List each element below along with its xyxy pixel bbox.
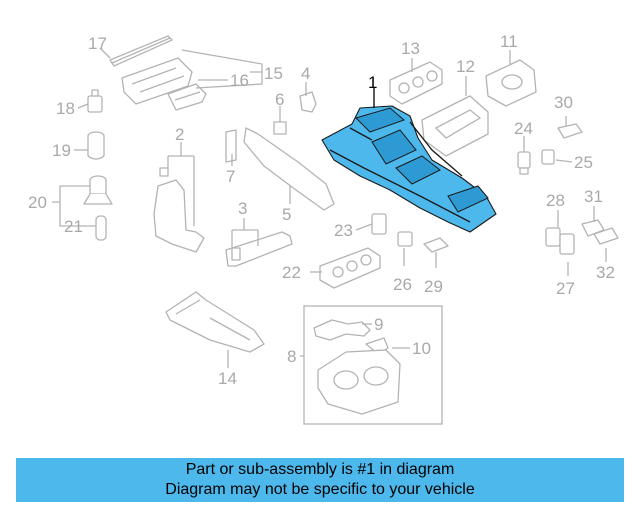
- callout-13: 13: [401, 39, 420, 58]
- callout-20: 20: [28, 193, 47, 212]
- part-11: [485, 59, 537, 107]
- callout-19: 19: [52, 141, 71, 160]
- callout-12: 12: [456, 57, 475, 76]
- callout-15: 15: [264, 64, 283, 83]
- part-17: [109, 35, 173, 67]
- callout-9: 9: [374, 315, 383, 334]
- callout-26: 26: [393, 275, 412, 294]
- part-5: [243, 127, 335, 211]
- callout-21: 21: [64, 217, 83, 236]
- callout-27: 27: [556, 279, 575, 298]
- callout-30: 30: [554, 93, 573, 112]
- callout-25: 25: [574, 153, 593, 172]
- part-19: [87, 131, 105, 160]
- callout-4: 4: [301, 64, 310, 83]
- part-18: [87, 89, 103, 113]
- part-2: [153, 167, 205, 253]
- part-21: [95, 215, 107, 241]
- callout-10: 10: [412, 339, 431, 358]
- part-30: [557, 123, 583, 139]
- part-25: [541, 149, 555, 165]
- part-15-16: [121, 57, 207, 111]
- part-12: [421, 95, 489, 157]
- callouts: 1 2 3 4 5 6 7 8 9 10 11 12 13 14 15 16 1…: [28, 32, 615, 388]
- part-1-center-console: [321, 105, 497, 233]
- callout-18: 18: [56, 99, 75, 118]
- callout-6: 6: [275, 90, 284, 109]
- part-14: [165, 291, 265, 353]
- callout-14: 14: [218, 369, 237, 388]
- banner-line-1: Part or sub-assembly is #1 in diagram: [185, 461, 455, 478]
- part-6: [273, 121, 287, 135]
- part-24: [517, 151, 531, 175]
- callout-2: 2: [175, 125, 184, 144]
- callout-1: 1: [368, 73, 377, 92]
- part-23: [371, 213, 387, 235]
- part-26: [397, 231, 413, 247]
- callout-17: 17: [88, 34, 107, 53]
- callout-16: 16: [230, 71, 249, 90]
- part-4: [299, 91, 317, 113]
- callout-29: 29: [424, 277, 443, 296]
- part-8-group: [303, 305, 443, 425]
- part-22: [319, 247, 381, 289]
- part-32: [593, 227, 619, 245]
- part-28: [545, 227, 561, 247]
- callout-3: 3: [238, 199, 247, 218]
- callout-7: 7: [226, 167, 235, 186]
- part-20: [83, 175, 113, 205]
- callout-5: 5: [282, 205, 291, 224]
- callout-22: 22: [282, 263, 301, 282]
- part-3: [225, 231, 293, 267]
- info-banner: Part or sub-assembly is #1 in diagram Di…: [16, 458, 624, 502]
- callout-24: 24: [514, 119, 533, 138]
- callout-23: 23: [334, 221, 353, 240]
- part-27: [559, 233, 575, 255]
- callout-8: 8: [287, 347, 296, 366]
- banner-line-2: Diagram may not be specific to your vehi…: [165, 481, 475, 498]
- callout-28: 28: [546, 191, 565, 210]
- part-29: [423, 237, 449, 253]
- leader-lines: [52, 47, 607, 368]
- callout-31: 31: [584, 187, 603, 206]
- callout-32: 32: [596, 263, 615, 282]
- part-7: [225, 129, 237, 163]
- part-13: [389, 61, 443, 105]
- callout-11: 11: [500, 32, 518, 51]
